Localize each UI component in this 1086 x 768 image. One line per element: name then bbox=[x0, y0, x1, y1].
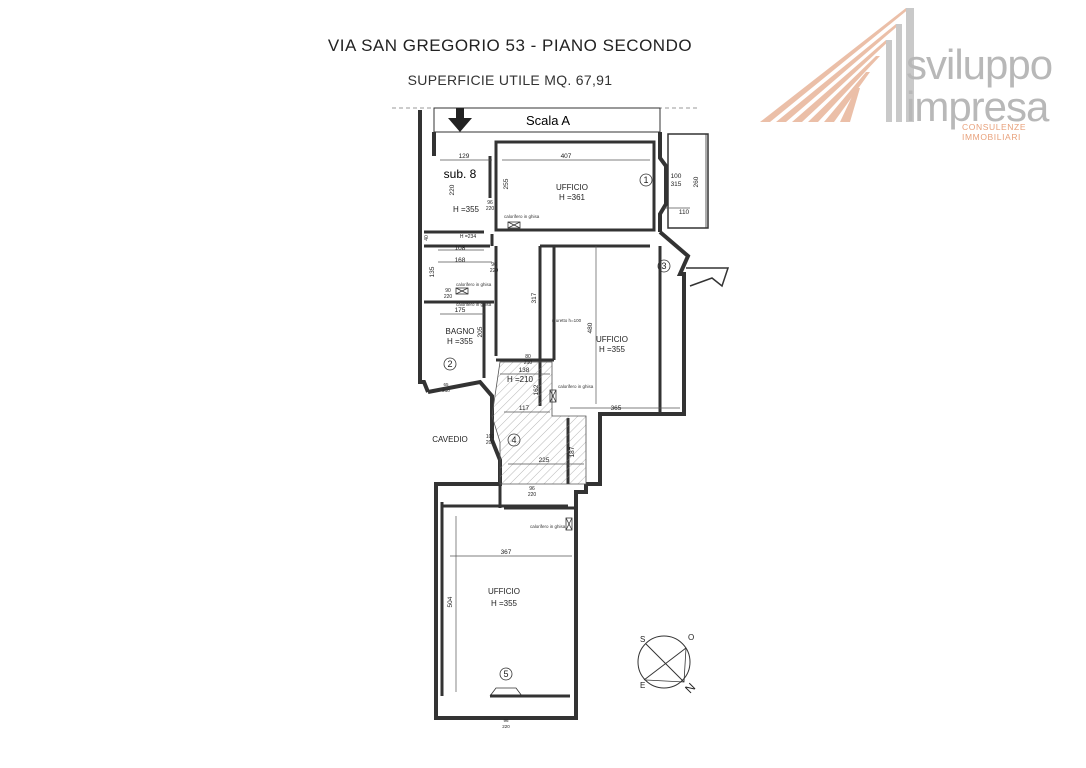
radiator-icon bbox=[507, 221, 521, 229]
marker-5-label: 5 bbox=[503, 669, 508, 679]
interior-walls bbox=[424, 140, 662, 698]
compass-o: O bbox=[688, 633, 694, 642]
radiator-icon bbox=[549, 389, 557, 403]
dim-255: 255 bbox=[503, 178, 510, 189]
window-bay bbox=[686, 267, 730, 288]
stair-scala-a bbox=[433, 107, 661, 133]
dim-220b: 220 bbox=[490, 268, 499, 274]
dim-220c: 220 bbox=[444, 294, 453, 300]
room-entry-height: H =355 bbox=[453, 205, 480, 214]
dim-96d: 96 bbox=[503, 718, 509, 723]
radiator-icon bbox=[455, 287, 469, 295]
dim-220d: 220 bbox=[528, 492, 537, 498]
dim-96c: 96 bbox=[529, 486, 535, 492]
room-office-bottom-height: H =355 bbox=[491, 599, 518, 608]
dim-200: 200 bbox=[486, 440, 495, 446]
dim-187: 187 bbox=[569, 446, 576, 457]
marker-1-label: 1 bbox=[643, 175, 648, 185]
logo-tagline: CONSULENZE IMMOBILIARI bbox=[962, 122, 1027, 142]
dim-135: 135 bbox=[429, 266, 436, 277]
radiator-icon bbox=[565, 517, 573, 531]
dim-317: 317 bbox=[531, 292, 538, 303]
dim-260: 260 bbox=[693, 176, 700, 187]
dimension-lines bbox=[438, 159, 690, 692]
dim-220e: 220 bbox=[502, 724, 510, 729]
dim-504: 504 bbox=[447, 596, 454, 607]
room-bagno-height: H =355 bbox=[447, 337, 474, 346]
compass-axis bbox=[643, 647, 687, 681]
dim-96b: 96 bbox=[491, 262, 497, 268]
dim-225: 225 bbox=[539, 457, 550, 464]
marker-3-label: 3 bbox=[661, 261, 666, 271]
dim-100: 100 bbox=[671, 173, 682, 180]
small-room-height: H =234 bbox=[460, 234, 476, 240]
dim-480: 480 bbox=[587, 322, 594, 333]
room-office-right-height: H =355 bbox=[599, 345, 626, 354]
marker-2-label: 2 bbox=[447, 359, 452, 369]
dim-100b: 100 bbox=[486, 434, 495, 440]
room-office-right-name: UFFICIO bbox=[596, 335, 628, 344]
room-office-bottom-name: UFFICIO bbox=[488, 587, 520, 596]
dim-205: 205 bbox=[477, 326, 484, 337]
marker-1 bbox=[639, 173, 653, 187]
company-logo: sviluppo impresa CONSULENZE IMMOBILIARI bbox=[756, 6, 1086, 142]
compass-needle-icon bbox=[645, 643, 685, 683]
marker-4-label: 4 bbox=[511, 435, 516, 445]
dim-90: 90 bbox=[445, 288, 451, 294]
dim-96a: 96 bbox=[487, 200, 493, 206]
floor-plan: Scala A bbox=[392, 107, 730, 729]
window-bottom bbox=[484, 687, 528, 719]
compass-n: N bbox=[682, 680, 698, 696]
stair-label: Scala A bbox=[526, 113, 570, 128]
radiator-label-3: calorifero in ghisa bbox=[456, 302, 492, 307]
dim-407: 407 bbox=[561, 153, 572, 160]
dim-220: 220 bbox=[449, 184, 456, 195]
dim-40: 40 bbox=[424, 235, 430, 241]
muretto-label: muretto h=100 bbox=[552, 318, 582, 323]
exterior-walls bbox=[418, 110, 691, 720]
compass-e: E bbox=[640, 681, 645, 690]
dim-138: 138 bbox=[519, 367, 530, 374]
dim-210b: 210 bbox=[442, 388, 450, 393]
entry-arrow-icon bbox=[448, 108, 472, 132]
logo-stripes-icon bbox=[760, 8, 914, 122]
dim-110: 110 bbox=[679, 209, 690, 216]
balcony bbox=[667, 133, 709, 229]
dim-117: 117 bbox=[519, 405, 530, 412]
dim-365: 365 bbox=[611, 405, 622, 412]
marker-4 bbox=[507, 433, 521, 447]
sub-label: sub. 8 bbox=[444, 167, 477, 181]
dim-162: 162 bbox=[533, 384, 540, 395]
dim-175: 175 bbox=[455, 307, 466, 314]
radiator-label-5: calorifero in ghisa bbox=[530, 524, 566, 529]
dim-367: 367 bbox=[501, 549, 512, 556]
logo-text-impresa: impresa bbox=[906, 83, 1049, 130]
compass-s: S bbox=[640, 635, 645, 644]
marker-3 bbox=[657, 259, 671, 273]
dim-129: 129 bbox=[459, 153, 470, 160]
dim-220a: 220 bbox=[486, 206, 495, 212]
dim-80: 80 bbox=[525, 354, 531, 360]
room-office-top-height: H =361 bbox=[559, 193, 586, 202]
room-bagno-name: BAGNO bbox=[446, 327, 475, 336]
corridor-hatch bbox=[491, 361, 587, 485]
cavedio-label: CAVEDIO bbox=[432, 435, 467, 444]
dim-210: 210 bbox=[524, 360, 533, 366]
dim-65: 65 bbox=[443, 382, 449, 387]
compass-rose: S O E N bbox=[637, 633, 698, 696]
compass-circle bbox=[637, 635, 691, 689]
dim-315: 315 bbox=[671, 181, 682, 188]
radiator-label-2: calorifero in ghisa bbox=[456, 282, 492, 287]
radiator-label-4: calorifero in ghisa bbox=[558, 384, 594, 389]
marker-5 bbox=[499, 667, 513, 681]
corridor-height: H =210 bbox=[507, 375, 534, 384]
dim-108: 108 bbox=[455, 245, 466, 252]
plan-subtitle: SUPERFICIE UTILE MQ. 67,91 bbox=[407, 72, 613, 88]
room-office-top-name: UFFICIO bbox=[556, 183, 588, 192]
marker-2 bbox=[443, 357, 457, 371]
logo-text-sviluppo: sviluppo bbox=[906, 41, 1053, 88]
radiator-label-1: calorifero in ghisa bbox=[504, 214, 540, 219]
plan-title: VIA SAN GREGORIO 53 - PIANO SECONDO bbox=[327, 36, 693, 55]
dim-168: 168 bbox=[455, 257, 466, 264]
